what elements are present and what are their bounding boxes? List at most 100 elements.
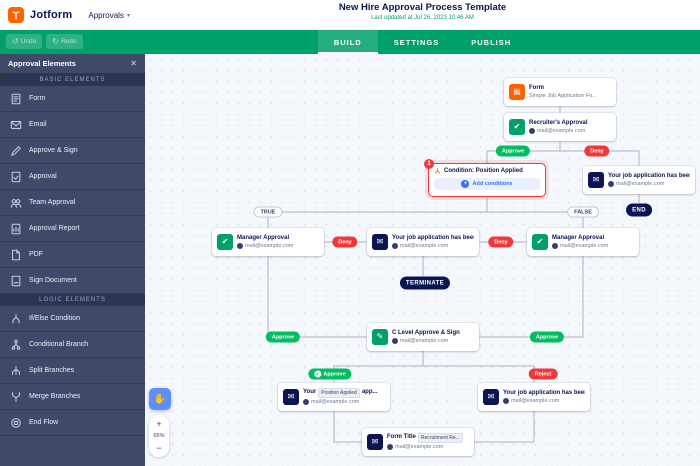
add-conditions-button[interactable]: + Add conditions: [434, 178, 540, 190]
end-flow-icon: [10, 417, 22, 429]
email-node-icon: ✉: [372, 234, 388, 250]
end-node[interactable]: END: [626, 203, 652, 217]
node-subtitle: mail@example.com: [392, 242, 474, 250]
manager-approval-left-node[interactable]: ✔ Manager Approval mail@example.com: [212, 228, 324, 256]
plus-icon: +: [461, 180, 470, 188]
sign-document-icon: [10, 275, 22, 287]
sidebar-item-pdf[interactable]: PDF: [0, 242, 145, 268]
field-tag: Position Applied: [318, 388, 360, 398]
pan-tool-button[interactable]: ✋: [149, 388, 171, 410]
jotform-logo[interactable]: [8, 7, 24, 23]
approve-branch-label: Approve: [265, 331, 301, 343]
zoom-level: 65%: [153, 433, 165, 439]
terminate-node[interactable]: TERMINATE: [399, 276, 451, 290]
form-node[interactable]: ▤ Form Simple Job Application Fo...: [504, 78, 616, 106]
node-subtitle: mail@example.com: [503, 397, 585, 405]
node-subtitle: mail@example.com: [303, 398, 378, 406]
condition-node[interactable]: 1 Condition: Position Applied + Add cond…: [424, 159, 546, 197]
flow-canvas[interactable]: ▤ Form Simple Job Application Fo... ✔ Re…: [145, 54, 700, 466]
approve-branch-label: ✓Approve: [308, 368, 352, 380]
chevron-down-icon: ▾: [126, 12, 130, 19]
page-title: New Hire Approval Process Template: [338, 2, 507, 13]
zoom-in-button[interactable]: +: [149, 417, 169, 431]
manager-approval-right-node[interactable]: ✔ Manager Approval mail@example.com: [527, 228, 639, 256]
node-subtitle: mail@example.com: [552, 242, 608, 250]
recruiter-approval-node[interactable]: ✔ Recruiter's Approval mail@example.com: [504, 113, 616, 141]
undo-label: Undo: [20, 38, 37, 45]
history-controls: ↺ Undo ↻ Redo: [6, 34, 83, 49]
sidebar-item-split-branches[interactable]: Split Branches: [0, 358, 145, 384]
false-branch-label: FALSE: [567, 206, 599, 218]
sidebar-item-ifelse-condition[interactable]: If/Else Condition: [0, 306, 145, 332]
sidebar-item-label: End Flow: [29, 419, 59, 426]
approval-icon: [10, 171, 22, 183]
sidebar-item-team-approval[interactable]: Team Approval: [0, 190, 145, 216]
node-title: Manager Approval: [552, 235, 605, 241]
zoom-out-button[interactable]: −: [149, 441, 169, 455]
sidebar-item-approve-sign[interactable]: Approve & Sign: [0, 138, 145, 164]
redo-label: Redo: [60, 38, 77, 45]
node-title: Form: [529, 85, 544, 91]
redo-button[interactable]: ↻ Redo: [46, 34, 83, 49]
title-area: New Hire Approval Process Template Last …: [145, 2, 700, 21]
person-icon: [503, 398, 509, 404]
tab-settings[interactable]: SETTINGS: [393, 37, 440, 47]
email-node-icon: ✉: [483, 389, 499, 405]
form-node-icon: ▤: [509, 84, 525, 100]
flow-edges: [267, 106, 640, 443]
email-node-bottom-right[interactable]: ✉ Your job application has been... mail@…: [478, 383, 590, 411]
last-updated: Last updated at Jul 26, 2023 10:46 AM: [371, 15, 474, 21]
builder-toolbar: ↺ Undo ↻ Redo BUILD SETTINGS PUBLISH: [0, 30, 700, 54]
person-icon: [608, 181, 614, 187]
approval-elements-panel: Approval Elements ✕ BASIC ELEMENTS Form …: [0, 54, 145, 466]
tab-publish[interactable]: PUBLISH: [471, 37, 512, 47]
sidebar-item-approval[interactable]: Approval: [0, 164, 145, 190]
email-node-icon: ✉: [588, 172, 604, 188]
brand-area: Jotform Approvals ▾: [8, 0, 130, 30]
section-logic-elements: LOGIC ELEMENTS: [0, 294, 145, 306]
person-icon: [237, 243, 243, 249]
panel-title: Approval Elements: [8, 59, 76, 68]
approve-branch-label: Approve: [495, 145, 531, 157]
sidebar-item-label: PDF: [29, 251, 43, 258]
sidebar-item-merge-branches[interactable]: Merge Branches: [0, 384, 145, 410]
undo-button[interactable]: ↺ Undo: [6, 34, 43, 49]
person-icon: [529, 128, 535, 134]
email-node-icon: ✉: [367, 434, 383, 450]
email-icon: [10, 119, 22, 131]
sidebar-item-form[interactable]: Form: [0, 86, 145, 112]
merge-branches-icon: [10, 391, 22, 403]
approve-branch-label: Approve: [529, 331, 565, 343]
approval-node-icon: ✔: [509, 119, 525, 135]
sidebar-item-label: Form: [29, 95, 46, 102]
sidebar-item-email[interactable]: Email: [0, 112, 145, 138]
node-subtitle: Simple Job Application Fo...: [529, 93, 597, 99]
approve-sign-icon: [10, 145, 22, 157]
sidebar-item-label: Sign Document: [29, 277, 77, 284]
clevel-approve-sign-node[interactable]: ✎ C Level Approve & Sign mail@example.co…: [367, 323, 479, 351]
sidebar-item-label: Split Branches: [29, 367, 75, 374]
sidebar-item-conditional-branch[interactable]: Conditional Branch: [0, 332, 145, 358]
tab-build[interactable]: BUILD: [317, 30, 378, 54]
close-icon[interactable]: ✕: [130, 59, 137, 68]
node-subtitle: mail@example.com: [387, 443, 465, 451]
sidebar-item-label: Approval: [29, 173, 57, 180]
error-badge: 1: [424, 159, 434, 169]
email-node-deny-top[interactable]: ✉ Your job application has been... mail@…: [583, 166, 695, 194]
sidebar-item-end-flow[interactable]: End Flow: [0, 410, 145, 436]
condition-title: Condition: Position Applied: [434, 167, 540, 175]
node-subtitle: mail@example.com: [392, 337, 460, 345]
sidebar-item-approval-report[interactable]: Approval Report: [0, 216, 145, 242]
sidebar-item-sign-document[interactable]: Sign Document: [0, 268, 145, 294]
email-node-center[interactable]: ✉ Your job application has been... mail@…: [367, 228, 479, 256]
approvals-dropdown[interactable]: Approvals ▾: [88, 11, 130, 20]
approval-report-icon: [10, 223, 22, 235]
panel-header: Approval Elements ✕: [0, 54, 145, 74]
person-icon: [392, 243, 398, 249]
node-subtitle: mail@example.com: [608, 180, 690, 188]
approval-node-icon: ✔: [217, 234, 233, 250]
